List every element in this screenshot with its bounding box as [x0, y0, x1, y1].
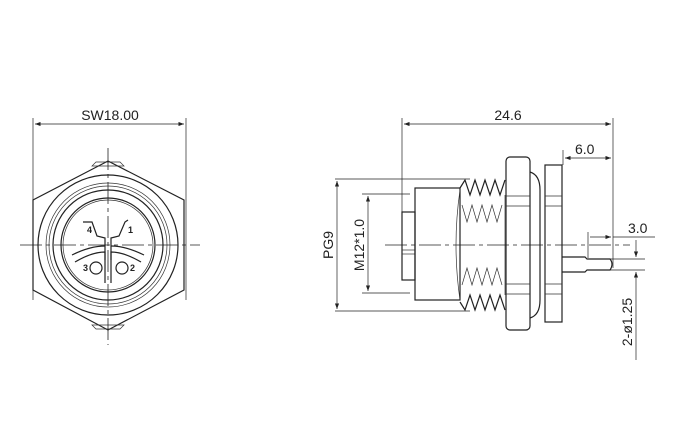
- front-view: SW18.00 1 2 3 4: [20, 107, 200, 345]
- pin-label-2: 2: [130, 263, 135, 273]
- length-dimension-label: 24.6: [494, 107, 521, 123]
- sw-dimension-label: SW18.00: [81, 107, 139, 123]
- pin-tip-dimension-label: 3.0: [628, 220, 648, 236]
- pin-label-4: 4: [87, 225, 92, 235]
- m12-label: M12*1.0: [351, 219, 367, 271]
- front-body: [414, 187, 461, 301]
- pin-label-3: 3: [83, 263, 88, 273]
- side-view: 24.6 6.0 3.0 PG9 M12*1.0: [320, 107, 655, 360]
- flange: [544, 164, 563, 323]
- pin-3-hole: [89, 261, 103, 275]
- panel-nut: [505, 156, 531, 331]
- pin-diameter-label: 2-ø1.25: [619, 298, 635, 346]
- key-tab: [401, 211, 416, 281]
- pin-length-dimension-label: 6.0: [575, 141, 595, 157]
- pin-label-1: 1: [128, 225, 133, 235]
- pin-2-hole: [115, 261, 129, 275]
- pg9-label: PG9: [320, 231, 336, 259]
